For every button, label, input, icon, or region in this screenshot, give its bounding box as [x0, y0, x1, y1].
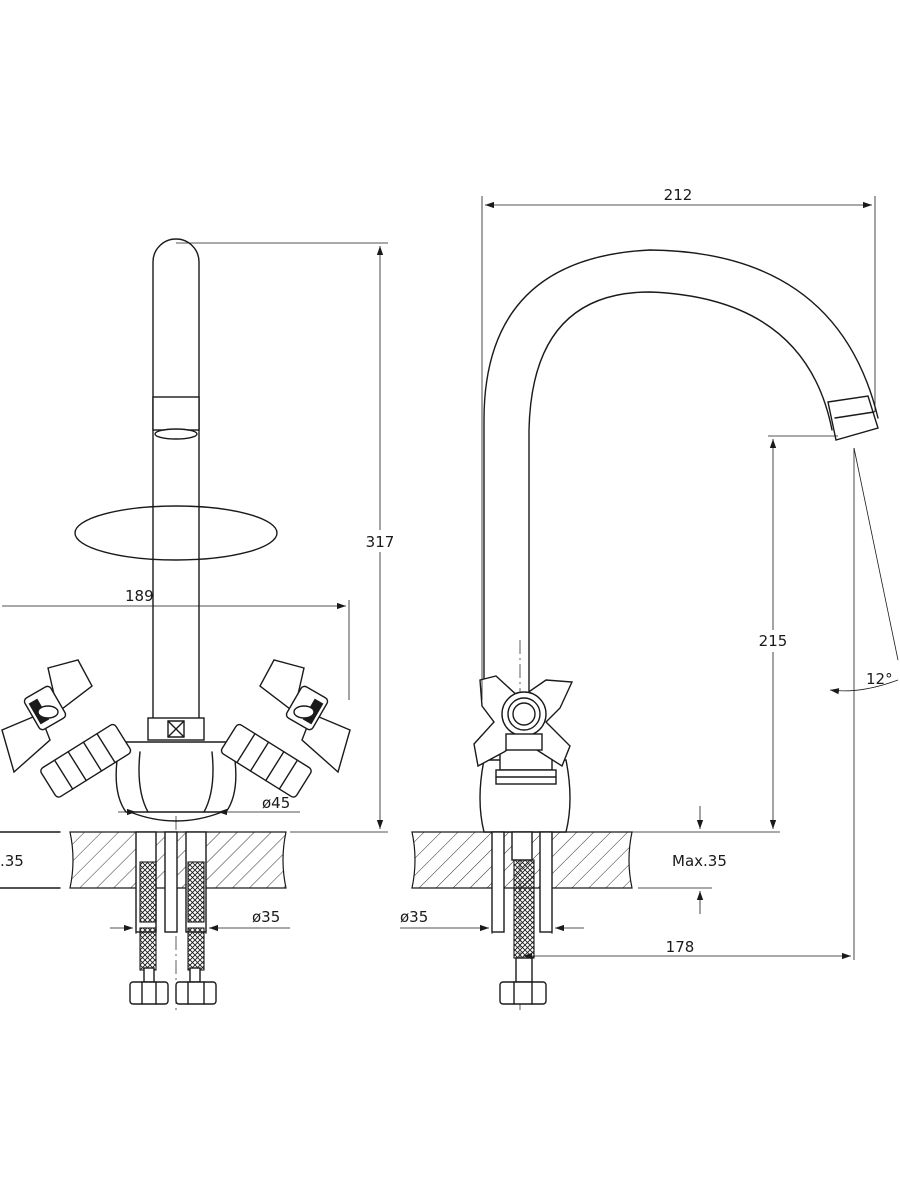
dim-side-angle-label: 12°	[866, 670, 893, 688]
dim-front-width: 189	[2, 587, 350, 700]
front-left-handle[interactable]	[1, 659, 93, 774]
dim-side-shank-dia-label: ø35	[400, 908, 428, 926]
dim-side-angle: 12°	[829, 447, 899, 960]
front-right-handle[interactable]	[259, 659, 351, 774]
front-spout	[152, 238, 200, 721]
dim-side-max-counter: Max.35	[638, 806, 727, 914]
side-cross-handle[interactable]	[473, 675, 574, 768]
dim-side-reach-lower: 178	[523, 938, 851, 960]
dim-side-reach: 212	[481, 186, 876, 700]
dim-front-base-dia-label: ø45	[262, 794, 290, 812]
front-right-valve	[220, 723, 312, 798]
dim-side-reach-lower-label: 178	[666, 938, 695, 956]
dim-front-shank-dia: ø35	[110, 900, 290, 934]
dim-front-height: 317	[176, 242, 396, 833]
dim-front-height-label: 317	[366, 533, 395, 551]
side-view: 212 215 12° Max.35	[400, 186, 899, 1010]
dim-side-spout-height-label: 215	[759, 632, 788, 650]
side-body	[479, 747, 571, 833]
dim-side-shank-dia: ø35	[400, 900, 584, 934]
front-view: 317 189 ø45 ø35 .35	[0, 238, 396, 1010]
front-shanks	[129, 831, 217, 1005]
dim-side-spout-height: 215	[568, 435, 838, 833]
front-countertop	[0, 831, 287, 889]
dim-front-max-counter-label: .35	[0, 852, 24, 870]
dim-front-base-dia: ø45	[118, 794, 300, 816]
side-shank	[491, 831, 553, 1005]
side-spout	[483, 249, 879, 701]
front-left-valve	[40, 723, 132, 798]
dim-side-max-counter-label: Max.35	[672, 852, 727, 870]
dim-front-width-label: 189	[125, 587, 154, 605]
front-body	[115, 717, 237, 822]
dim-front-shank-dia-label: ø35	[252, 908, 280, 926]
dim-side-reach-label: 212	[664, 186, 693, 204]
front-plate-disc	[74, 505, 278, 561]
